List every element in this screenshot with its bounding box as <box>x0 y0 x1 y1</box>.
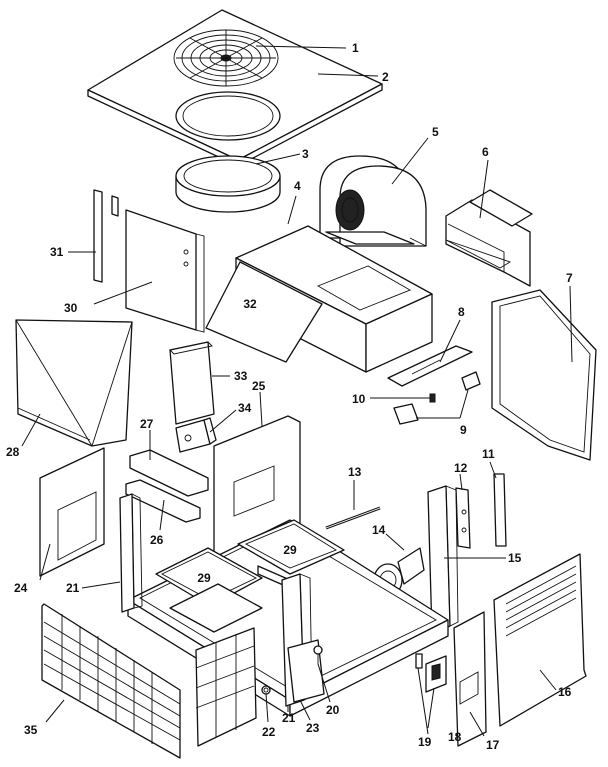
callout-17: 17 <box>486 738 500 752</box>
support-rod <box>325 506 381 530</box>
callout-5: 5 <box>432 125 439 139</box>
callout-16: 16 <box>558 685 572 699</box>
callout-24: 24 <box>14 581 28 595</box>
fan-orifice <box>175 155 281 213</box>
callout-34: 34 <box>238 401 252 415</box>
callout-20: 20 <box>326 703 340 717</box>
callout-23: 23 <box>306 721 320 735</box>
drain-pan <box>287 639 325 703</box>
callout-9: 9 <box>460 423 467 437</box>
callout-33: 33 <box>234 369 248 383</box>
coil-guard <box>41 603 257 759</box>
callout-2: 2 <box>382 70 389 84</box>
corner-trim <box>93 189 119 283</box>
control-box-bracket <box>175 417 217 453</box>
divider-panel <box>205 261 323 363</box>
service-fitting <box>313 645 323 664</box>
blower-assembly <box>319 155 427 247</box>
service-panel <box>453 611 487 747</box>
top-panel <box>87 9 383 167</box>
callout-22: 22 <box>262 725 276 739</box>
callout-7: 7 <box>566 271 573 285</box>
filter-bracket <box>387 345 473 387</box>
disconnect-switch <box>425 655 447 693</box>
control-bracket <box>445 189 533 287</box>
drain-fitting <box>261 685 271 695</box>
side-panel-front <box>39 447 105 577</box>
callout-14: 14 <box>372 523 386 537</box>
control-mount-bracket <box>455 487 471 549</box>
bracket-clip <box>393 371 481 425</box>
callout-4: 4 <box>294 179 301 193</box>
evaporator-coil <box>15 319 133 447</box>
callout-21-left: 21 <box>66 581 80 595</box>
callout-28: 28 <box>6 445 20 459</box>
callout-25: 25 <box>252 379 266 393</box>
side-panel-left <box>125 209 205 333</box>
callout-29-left: 29 <box>197 571 211 585</box>
callout-35: 35 <box>24 723 38 737</box>
top-orifice-ring <box>175 91 281 141</box>
callout-11: 11 <box>482 447 495 461</box>
callout-27: 27 <box>140 417 154 431</box>
callout-26: 26 <box>150 533 164 547</box>
filter-left <box>155 547 263 633</box>
callout-3: 3 <box>302 147 309 161</box>
support-bracket <box>493 473 507 547</box>
control-box <box>169 341 215 425</box>
callout-29-right: 29 <box>283 543 297 557</box>
access-panel-right <box>491 289 597 461</box>
callout-32: 32 <box>243 297 257 311</box>
callout-8: 8 <box>458 305 465 319</box>
callout-18: 18 <box>448 730 462 744</box>
louvered-panel <box>493 553 587 727</box>
callout-labels: 1 2 3 4 5 6 7 8 9 10 11 12 13 14 15 16 1… <box>6 41 573 752</box>
callout-21-center: 21 <box>282 711 296 725</box>
callout-10: 10 <box>352 392 366 406</box>
callout-6: 6 <box>482 145 489 159</box>
callout-13: 13 <box>348 465 362 479</box>
callout-19: 19 <box>418 735 432 749</box>
leader-lines <box>21 45 573 737</box>
base-rail <box>125 479 201 523</box>
corner-post-left <box>119 493 143 613</box>
callout-15: 15 <box>508 551 522 565</box>
callout-1: 1 <box>352 41 359 55</box>
corner-post-right <box>427 485 459 635</box>
fan-guard <box>173 29 279 87</box>
callout-12: 12 <box>454 461 468 475</box>
callout-30: 30 <box>64 301 78 315</box>
wire-bushing <box>415 653 423 669</box>
callout-31: 31 <box>50 245 64 259</box>
